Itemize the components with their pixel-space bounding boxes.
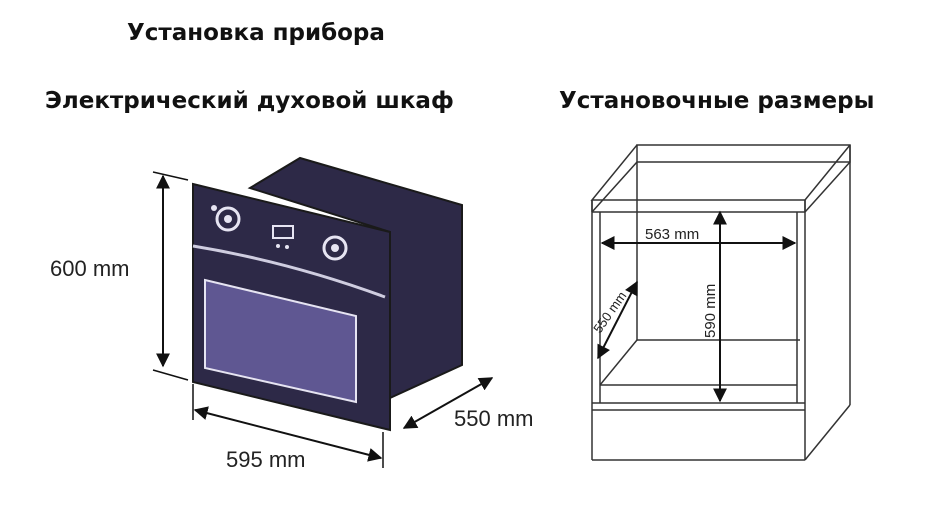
oven-heading: Электрический духовой шкаф: [45, 88, 454, 114]
oven-display-icon: [272, 225, 294, 239]
oven-illustration: [152, 156, 494, 468]
oven-width-arrow: [193, 406, 383, 462]
cabinet-depth-label: 550 mm: [590, 289, 629, 336]
oven-depth-label: 550 mm: [454, 406, 533, 431]
oven-door-window: [204, 278, 357, 404]
cabinet-heading: Установочные размеры: [559, 88, 875, 114]
indicator-dot-icon: [211, 205, 217, 211]
page-title: Установка прибора: [127, 20, 385, 46]
cabinet-depth-arrow: [597, 280, 638, 360]
cabinet-width-label: 563 mm: [645, 226, 699, 243]
knob-left-icon: [215, 206, 241, 232]
oven-height-label: 600 mm: [50, 256, 129, 281]
oven-width-label: 595 mm: [226, 447, 305, 472]
oven-panel-divider: [192, 244, 386, 299]
cabinet-height-label: 590 mm: [702, 284, 719, 338]
cabinet-dimension-arrows: [597, 210, 797, 403]
oven-depth-arrow: [402, 377, 494, 429]
knob-right-icon: [322, 235, 348, 261]
